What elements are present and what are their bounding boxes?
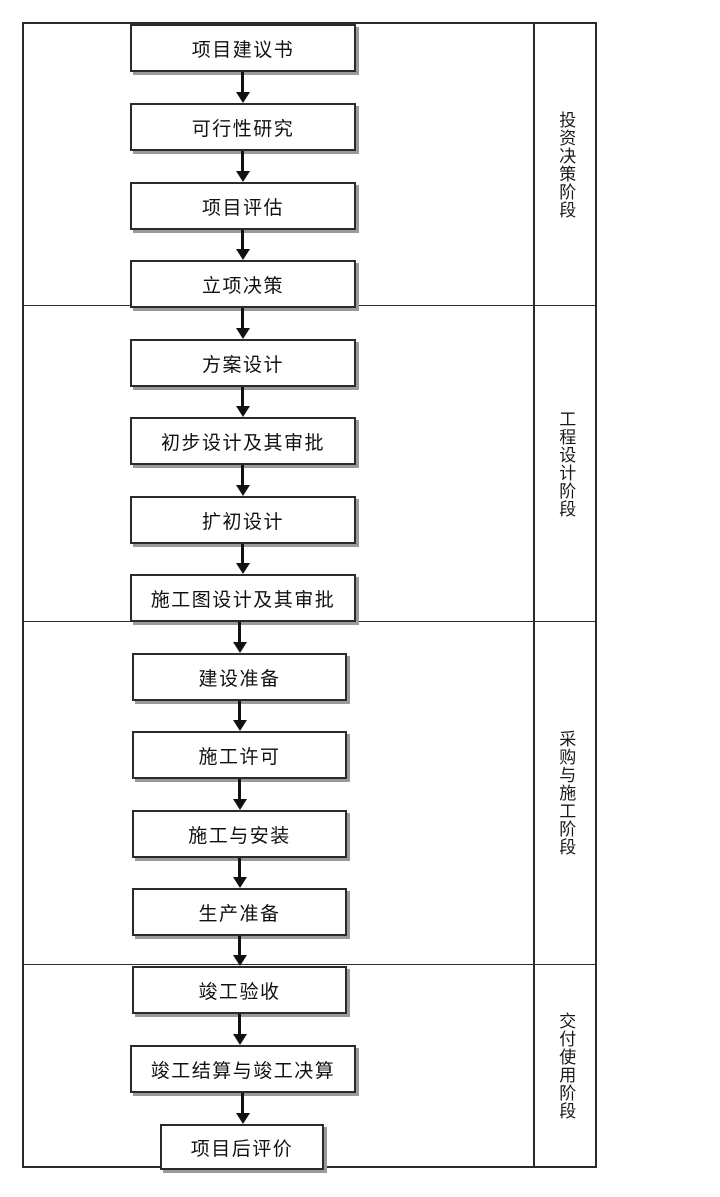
process-node-8[interactable]: 施工图设计及其审批: [130, 574, 356, 622]
edge-arrow-12: [233, 936, 247, 966]
edge-arrow-10: [233, 779, 247, 810]
edge-arrow-13: [233, 1014, 247, 1045]
process-node-3[interactable]: 项目评估: [130, 182, 356, 230]
phase-label-engineering-design: 工程设计阶段: [556, 409, 576, 518]
edge-arrow-6: [236, 465, 250, 496]
process-node-4[interactable]: 立项决策: [130, 260, 356, 308]
edge-arrow-1: [236, 72, 250, 103]
phase-label-delivery-use: 交付使用阶段: [556, 1011, 576, 1120]
process-node-2[interactable]: 可行性研究: [130, 103, 356, 151]
edge-arrow-8: [233, 622, 247, 653]
edge-arrow-5: [236, 387, 250, 417]
edge-arrow-4: [236, 308, 250, 339]
process-node-12[interactable]: 生产准备: [132, 888, 347, 936]
edge-arrow-14: [236, 1093, 250, 1124]
process-node-7[interactable]: 扩初设计: [130, 496, 356, 544]
process-node-5[interactable]: 方案设计: [130, 339, 356, 387]
edge-arrow-2: [236, 151, 250, 182]
process-node-14[interactable]: 竣工结算与竣工决算: [130, 1045, 356, 1093]
edge-arrow-7: [236, 544, 250, 574]
process-node-10[interactable]: 施工许可: [132, 731, 347, 779]
process-node-11[interactable]: 施工与安装: [132, 810, 347, 858]
edge-arrow-11: [233, 858, 247, 888]
process-node-6[interactable]: 初步设计及其审批: [130, 417, 356, 465]
edge-arrow-3: [236, 230, 250, 260]
phase-label-procurement-construction: 采购与施工阶段: [556, 730, 576, 856]
process-node-15[interactable]: 项目后评价: [160, 1124, 324, 1170]
phase-column-divider: [533, 22, 535, 1168]
process-node-1[interactable]: 项目建议书: [130, 24, 356, 72]
edge-arrow-9: [233, 701, 247, 731]
phase-label-investment-decision: 投资决策阶段: [556, 110, 576, 219]
process-node-13[interactable]: 竣工验收: [132, 966, 347, 1014]
process-node-9[interactable]: 建设准备: [132, 653, 347, 701]
phase-divider-3: [22, 964, 597, 965]
